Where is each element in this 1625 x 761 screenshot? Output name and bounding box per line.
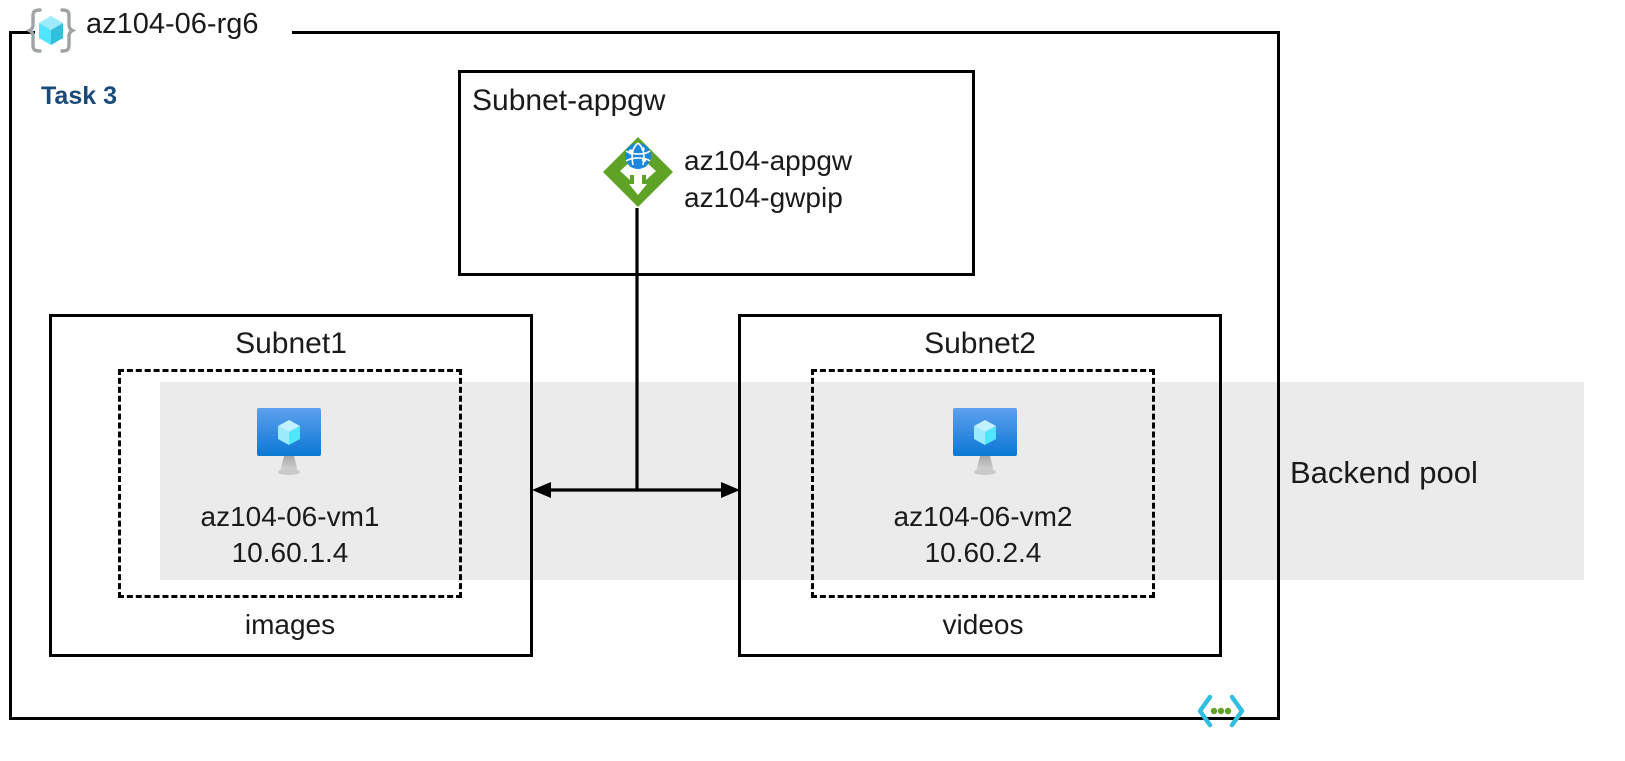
resource-group-cube-icon bbox=[25, 6, 77, 56]
appgw-name: az104-appgw bbox=[684, 145, 853, 176]
subnet1-vm-labels: az104-06-vm1 10.60.1.4 bbox=[118, 499, 462, 571]
vm2-ip: 10.60.2.4 bbox=[924, 537, 1042, 568]
resource-group-border-top-left bbox=[9, 31, 35, 34]
vm1-ip: 10.60.1.4 bbox=[231, 537, 349, 568]
virtual-machine-icon bbox=[252, 406, 326, 476]
backend-pool-band bbox=[160, 382, 1584, 580]
subnet1-storage-label: images bbox=[244, 609, 336, 640]
subnet1-vm-group bbox=[118, 369, 462, 598]
resource-group-name: az104-06-rg6 bbox=[86, 8, 259, 40]
subnet-appgw-title: Subnet-appgw bbox=[472, 84, 666, 117]
virtual-machine-icon bbox=[948, 406, 1022, 476]
resource-group-border-bottom bbox=[9, 717, 1280, 720]
code-brackets-icon bbox=[1196, 694, 1246, 728]
vm1-name: az104-06-vm1 bbox=[200, 501, 380, 532]
subnet2-vm-group bbox=[811, 369, 1155, 598]
subnet2-storage-label: videos bbox=[942, 609, 1024, 640]
application-gateway-labels: az104-appgw az104-gwpip bbox=[684, 142, 852, 216]
subnet-appgw-box bbox=[458, 70, 975, 276]
subnet2-vm-labels: az104-06-vm2 10.60.2.4 bbox=[811, 499, 1155, 571]
subnet2-title: Subnet2 bbox=[924, 327, 1036, 360]
gwpip-name: az104-gwpip bbox=[684, 182, 843, 213]
resource-group-border-left bbox=[9, 31, 12, 720]
application-gateway-icon bbox=[600, 134, 676, 210]
vm2-name: az104-06-vm2 bbox=[893, 501, 1073, 532]
task-label: Task 3 bbox=[41, 82, 117, 110]
subnet1-title: Subnet1 bbox=[235, 327, 347, 360]
subnet1-box bbox=[49, 314, 533, 657]
backend-pool-label: Backend pool bbox=[1290, 455, 1478, 490]
resource-group-border-top-right bbox=[292, 31, 1280, 34]
resource-group-border-right bbox=[1277, 31, 1280, 720]
